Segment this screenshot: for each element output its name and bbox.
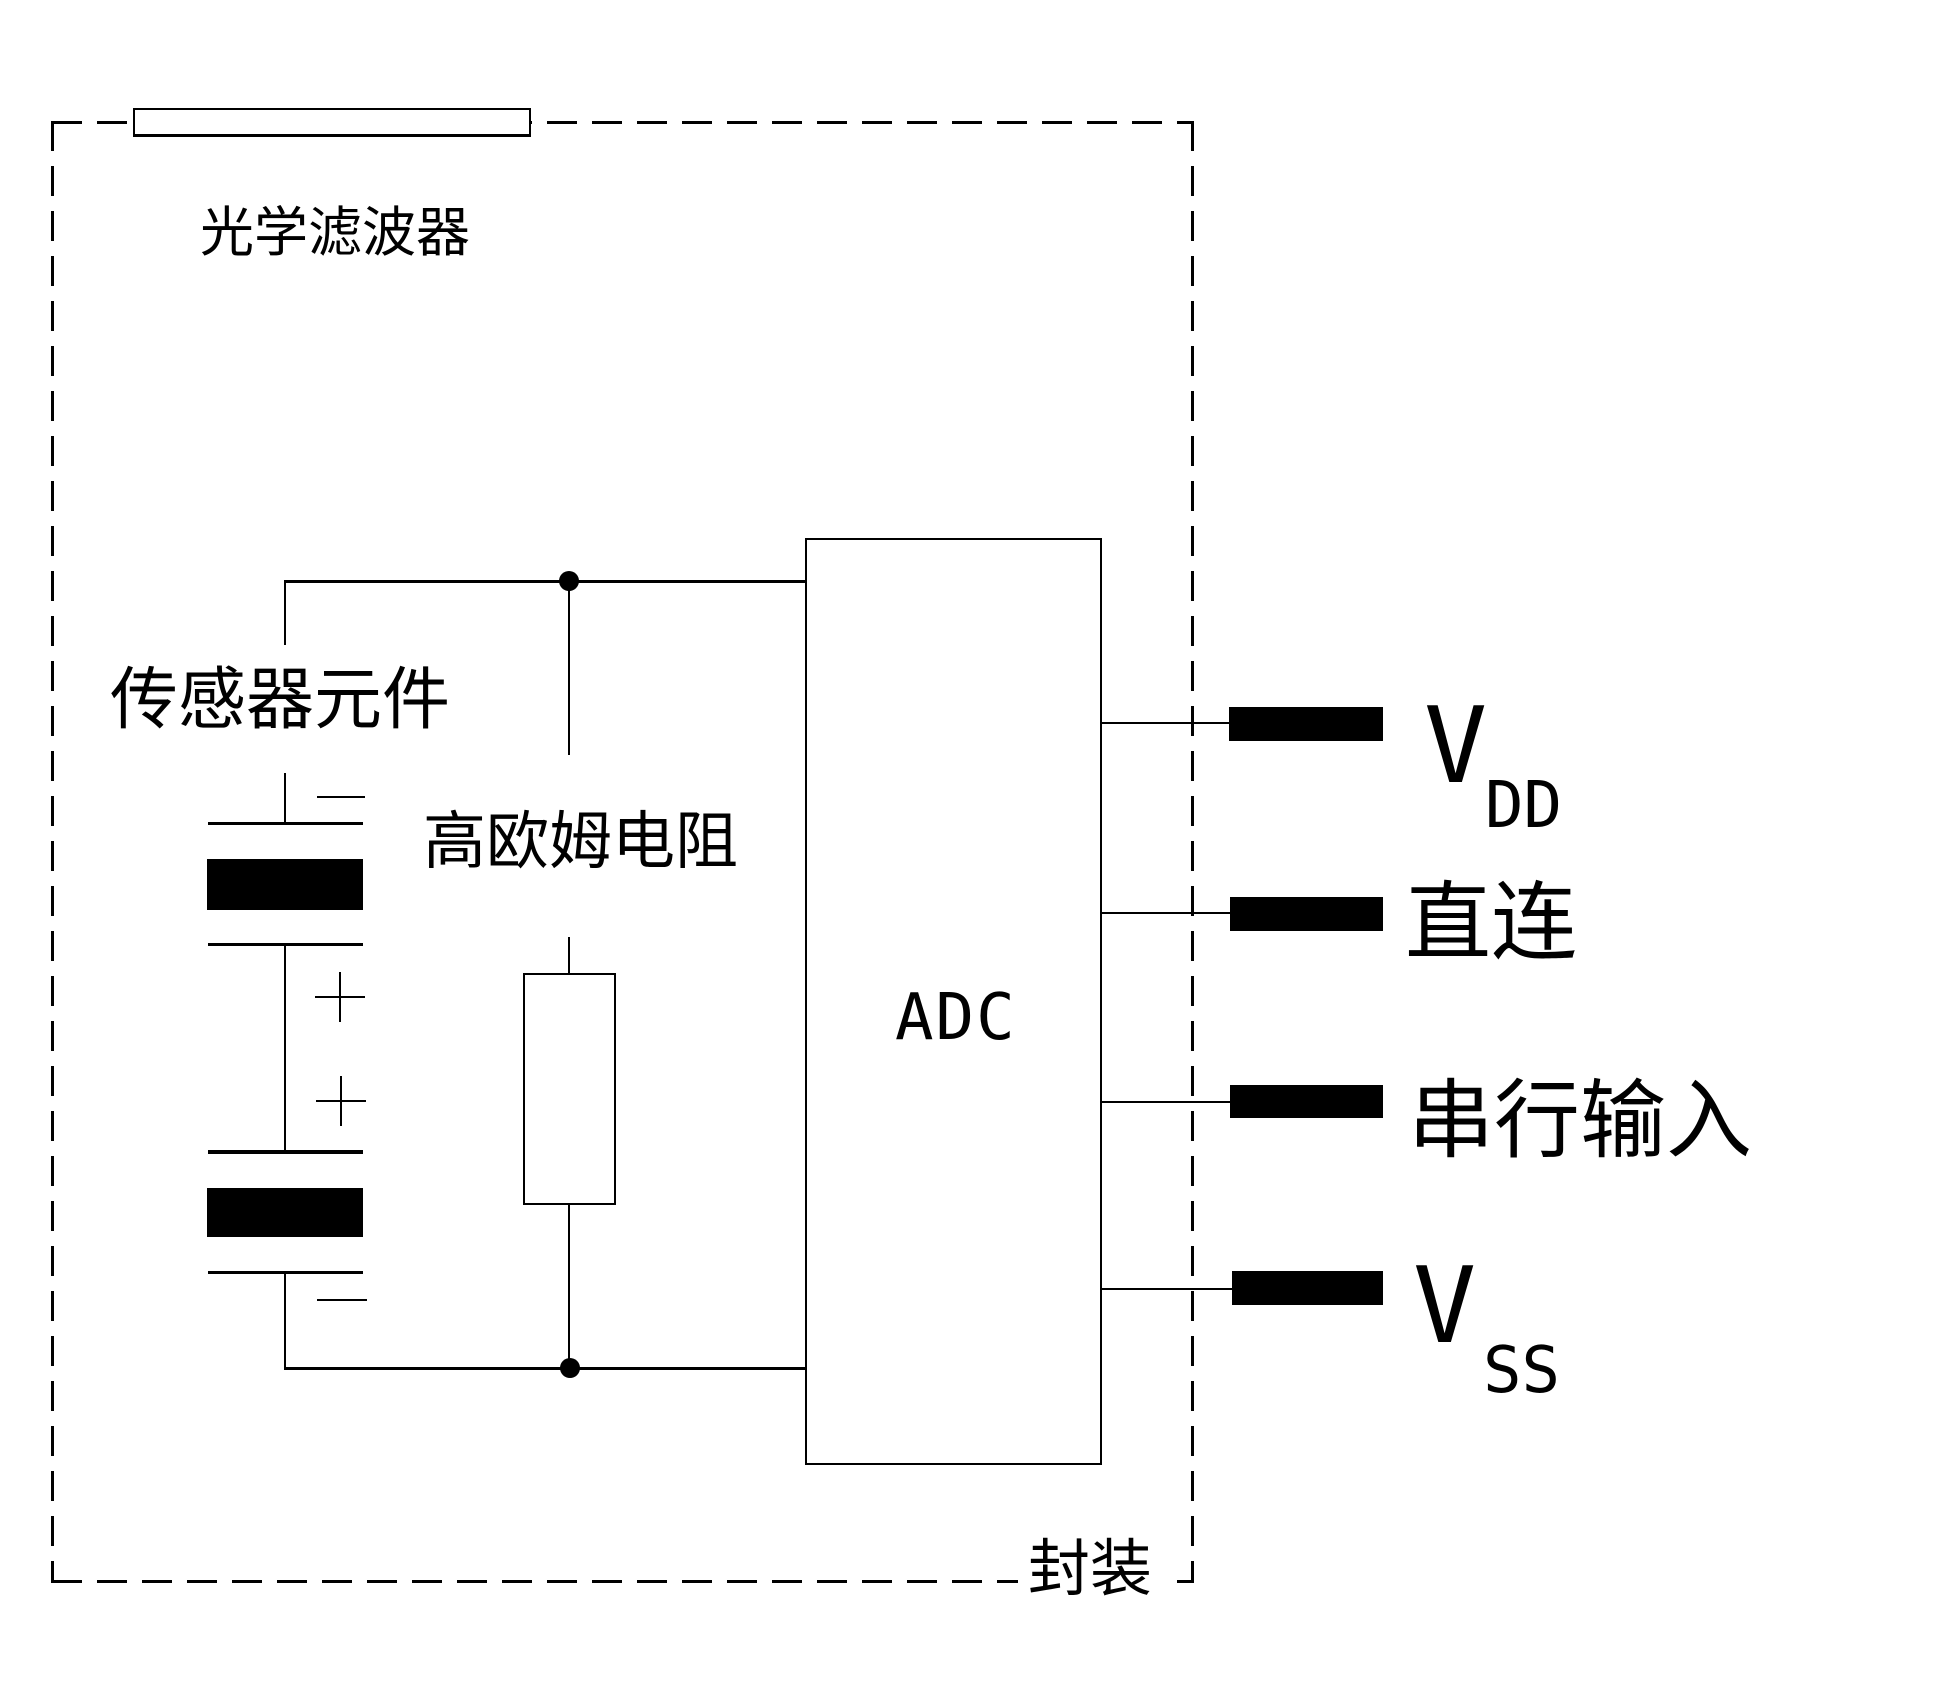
bottom-bus-wire xyxy=(284,1367,807,1370)
pin-wire-direct xyxy=(1100,912,1230,914)
sensor-plate-1 xyxy=(208,822,363,825)
sensor-lead-mid xyxy=(284,945,286,1152)
adc-box xyxy=(805,538,1102,1465)
sensor-lead-2 xyxy=(284,773,286,823)
minus-sign-top xyxy=(317,796,365,798)
optical-filter-rect xyxy=(133,108,531,137)
pin-label-vss-sub: SS xyxy=(1483,1334,1561,1408)
sensor-plate-4 xyxy=(208,1271,363,1274)
pin-wire-serial xyxy=(1100,1101,1230,1103)
resistor-rect xyxy=(523,973,616,1205)
adc-label: ADC xyxy=(895,981,1017,1055)
junction-dot-bottom xyxy=(560,1358,580,1378)
sensor-lead-top xyxy=(284,580,286,645)
sensor-label: 传感器元件 xyxy=(110,662,451,738)
pad-serial xyxy=(1230,1085,1383,1118)
resistor-lead-top xyxy=(568,581,570,755)
resistor-lead-mid xyxy=(568,937,570,973)
resistor-lead-bottom xyxy=(568,1203,570,1368)
package-border-bottom xyxy=(52,1580,1194,1583)
sensor-electrode-bar-2 xyxy=(207,1188,363,1237)
package-label: 封装 xyxy=(1018,1539,1163,1601)
top-bus-wire xyxy=(284,580,807,583)
sensor-electrode-bar-1 xyxy=(207,859,363,910)
pad-vss xyxy=(1232,1271,1383,1305)
sensor-plate-2 xyxy=(208,943,363,946)
plus-sign-1-v xyxy=(339,972,341,1022)
pad-direct xyxy=(1230,897,1383,931)
package-border-right xyxy=(1191,121,1194,1583)
pin-wire-vss xyxy=(1100,1288,1232,1290)
pin-label-vss-main: V xyxy=(1413,1245,1477,1367)
package-border-left xyxy=(51,121,54,1583)
package-border-top xyxy=(52,121,1194,124)
sensor-plate-3 xyxy=(208,1150,363,1154)
sensor-lead-bottom xyxy=(284,1273,286,1369)
pad-vdd xyxy=(1229,707,1383,741)
pin-label-direct: 直连 xyxy=(1405,875,1577,971)
plus-sign-2-v xyxy=(340,1076,342,1126)
resistor-label: 高欧姆电阻 xyxy=(423,807,738,877)
optical-filter-label: 光学滤波器 xyxy=(200,203,470,263)
minus-sign-bottom xyxy=(317,1299,367,1301)
pin-wire-vdd xyxy=(1100,722,1230,724)
pin-label-vdd-sub: DD xyxy=(1485,769,1563,843)
pin-label-vdd-main: V xyxy=(1424,685,1488,807)
pin-label-serial: 串行输入 xyxy=(1408,1073,1752,1169)
